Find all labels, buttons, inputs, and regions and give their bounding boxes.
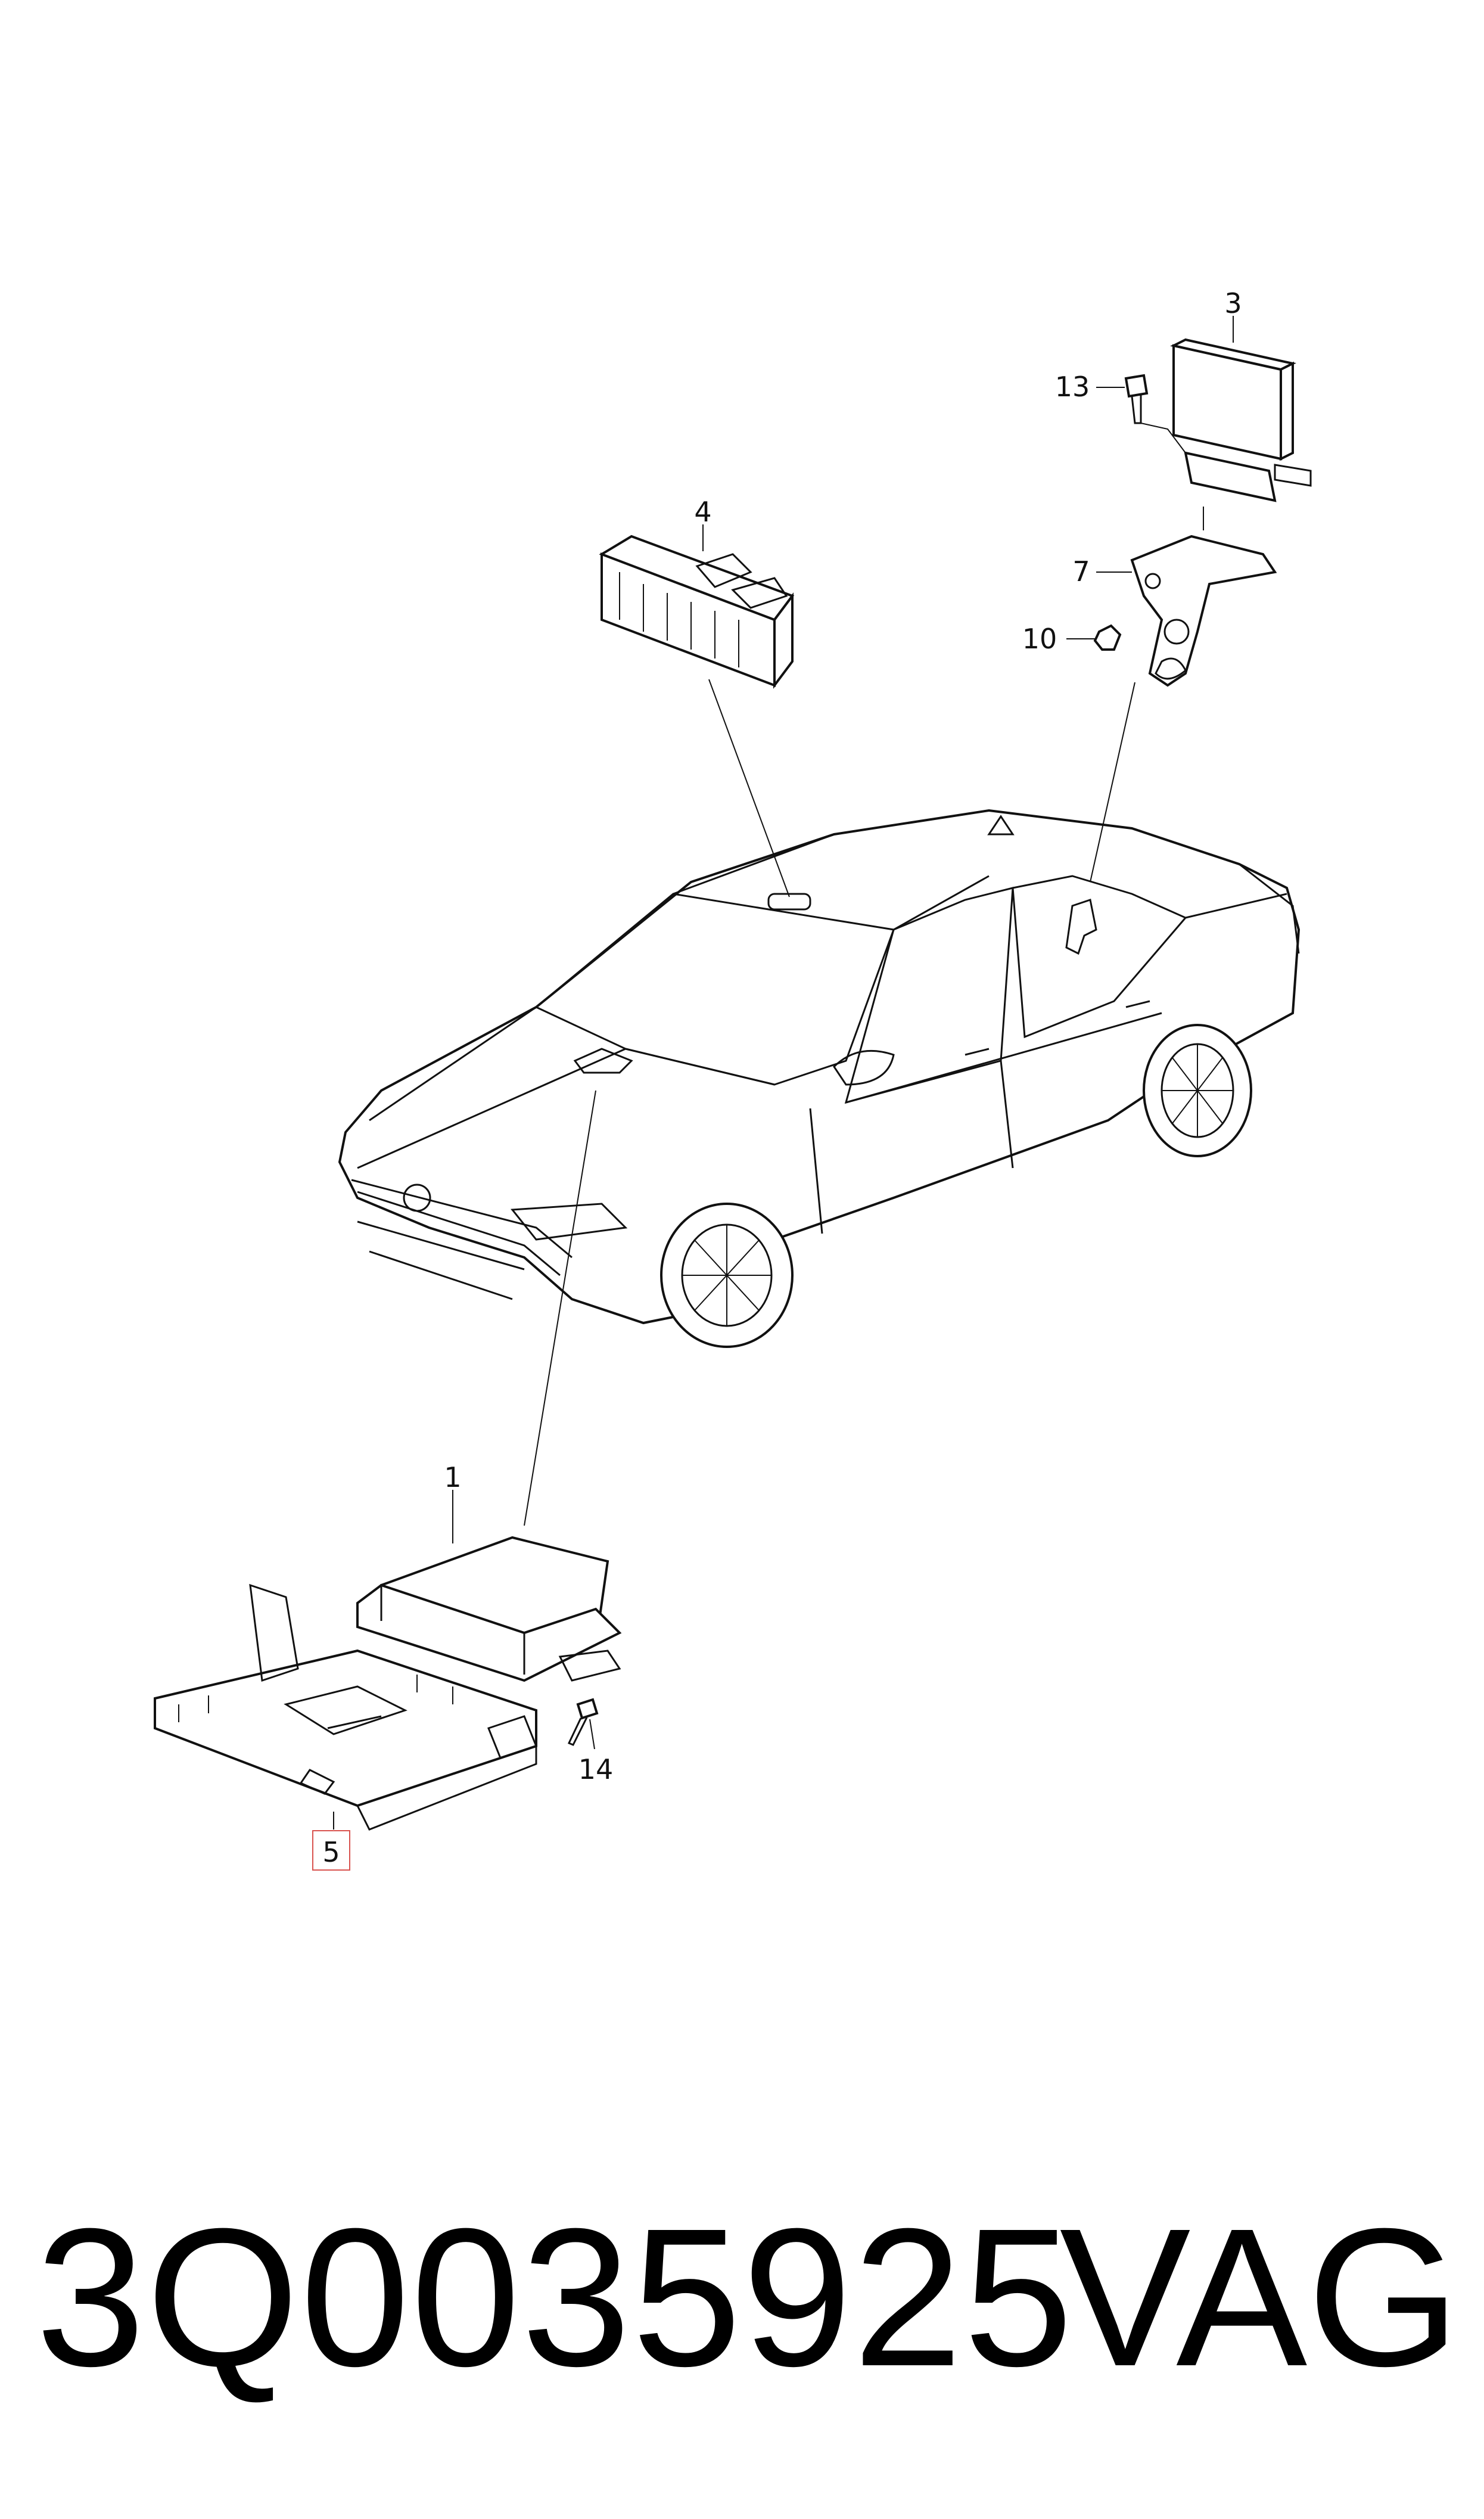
callout-1: 1 xyxy=(444,1461,461,1493)
highlight-box-5 xyxy=(312,1830,350,1871)
part-1-control-unit xyxy=(356,1090,622,1682)
callout-14: 14 xyxy=(578,1753,614,1785)
mount-location-marker-4 xyxy=(767,893,811,911)
callout-3: 3 xyxy=(1224,287,1242,319)
car-illustration xyxy=(338,809,1301,1348)
callout-5: 5 xyxy=(322,1836,340,1868)
callout-13: 13 xyxy=(1055,371,1090,403)
part-5-carrier-plate xyxy=(154,1583,537,1871)
part-10-nut xyxy=(1066,624,1122,651)
callout-7: 7 xyxy=(1072,555,1090,588)
part-3-sensor-unit xyxy=(1170,316,1312,502)
mount-location-marker-7 xyxy=(1065,899,1097,955)
part-number: 3Q0035925 xyxy=(36,2187,1074,2407)
part-7-bracket xyxy=(1090,507,1277,883)
mount-location-marker-1 xyxy=(573,1048,633,1074)
part-14-screw xyxy=(567,1698,599,1750)
callout-4: 4 xyxy=(694,496,711,528)
brand-label: VAG xyxy=(1059,2187,1460,2407)
callout-10: 10 xyxy=(1022,623,1057,655)
part-4-switch-module xyxy=(599,524,795,897)
part-13-bolt xyxy=(1096,374,1186,454)
